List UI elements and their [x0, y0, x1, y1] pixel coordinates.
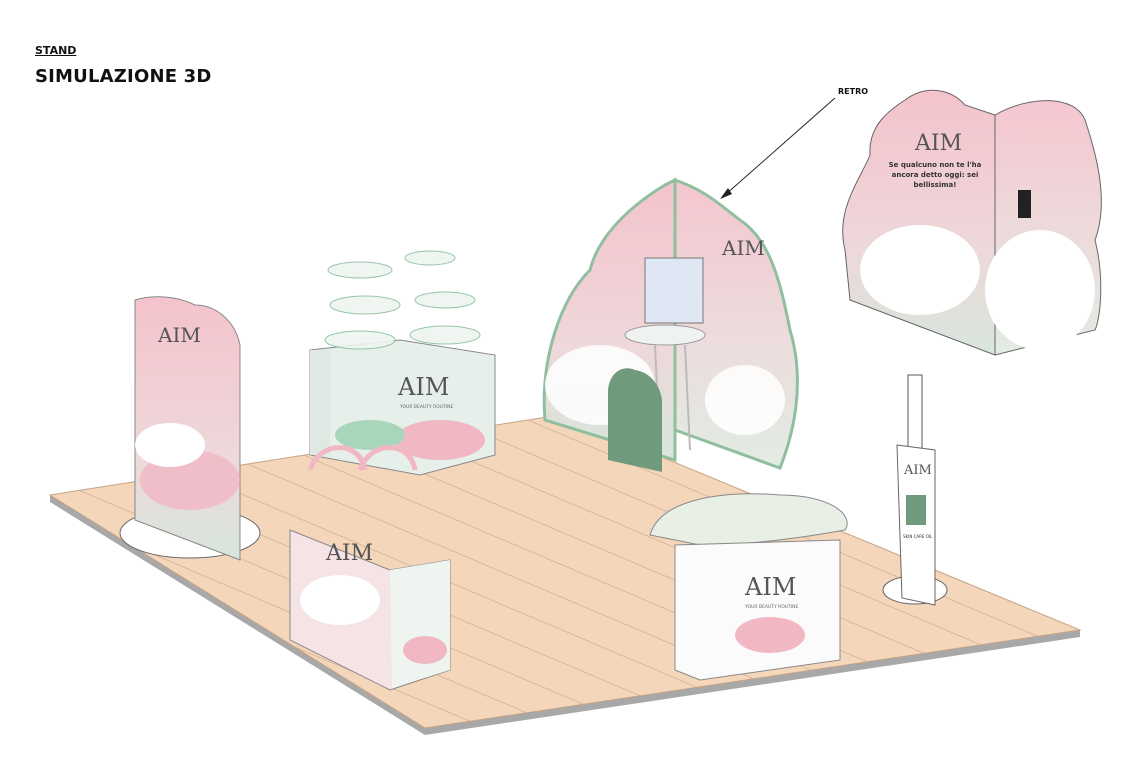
cloud-back-wall: AIM [542, 177, 799, 472]
retro-view-box: AIM Se qualcuno non te l'ha ancora detto… [842, 89, 1102, 356]
section-kicker: STAND [35, 44, 77, 57]
retro-annotation: RETRO [720, 87, 868, 199]
left-display-panel: AIM [119, 296, 261, 561]
page-title: SIMULAZIONE 3D [35, 66, 212, 87]
cube-logo: AIM [397, 373, 449, 401]
qr-code [1018, 190, 1031, 218]
product-label: SKIN CARE OIL [903, 534, 933, 539]
front-shelf-unit: AIM [289, 445, 451, 691]
cube-tagline: YOUR BEAUTY ROUTINE [399, 404, 454, 410]
panel-logo: AIM [157, 323, 201, 347]
shelf-logo: AIM [325, 541, 373, 566]
counter-tagline: YOUR BEAUTY ROUTINE [744, 604, 799, 610]
product-dropper-display: AIM SKIN CARE OIL [882, 374, 948, 606]
wall-logo: AIM [721, 236, 765, 260]
product-logo: AIM [903, 463, 932, 478]
retro-label: RETRO [838, 87, 868, 96]
retro-message: Se qualcuno non te l'ha ancora detto ogg… [888, 161, 982, 189]
reception-counter: AIM YOUR BEAUTY ROUTINE [649, 493, 848, 681]
retro-logo: AIM [914, 131, 962, 156]
counter-logo: AIM [744, 573, 796, 601]
shelf-cube-display: AIM YOUR BEAUTY ROUTINE [309, 250, 496, 476]
